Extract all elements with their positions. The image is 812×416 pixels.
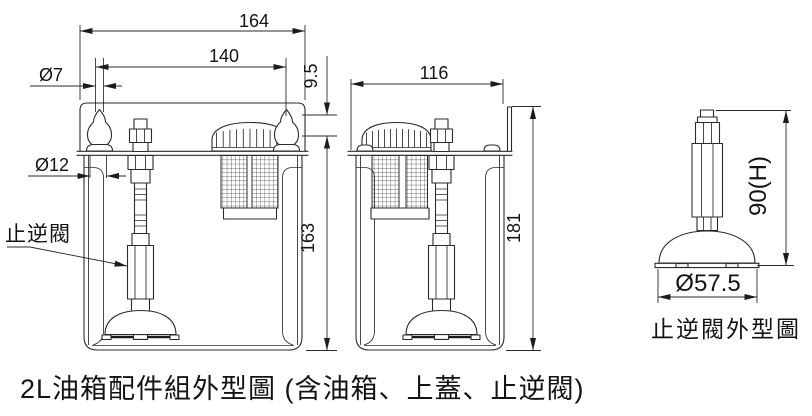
dim-front-height: 163 xyxy=(298,223,318,253)
oil-tank-body xyxy=(83,154,303,351)
dim-overall-width: 164 xyxy=(239,11,269,31)
keyhole-slot-left xyxy=(85,58,114,178)
check-valve-body xyxy=(654,109,760,269)
keyhole-slot-right xyxy=(272,108,301,152)
dim-hole-spacing: 140 xyxy=(209,46,239,66)
check-valve-assembly-front xyxy=(100,117,181,341)
dim-boss-diameter: Ø12 xyxy=(35,155,69,175)
filler-cap xyxy=(211,121,289,152)
side-view-dimensions: 116 181 xyxy=(350,63,541,351)
side-view: 116 181 xyxy=(347,63,541,351)
detail-view-dimensions: 90(H) Ø57.5 xyxy=(657,110,794,303)
filter-screen xyxy=(220,155,279,220)
filter-screen-side xyxy=(370,155,430,220)
check-valve-label: 止逆閥 xyxy=(5,223,71,246)
check-valve-callout: 止逆閥 xyxy=(5,223,128,267)
check-valve-assembly-side xyxy=(401,117,482,341)
drawing-title: 2L油箱配件組外型圖 (含油箱、上蓋、止逆閥) xyxy=(20,374,585,404)
dim-bracket-drop: 9.5 xyxy=(301,63,321,88)
front-view: 164 140 Ø7 Ø12 9.5 163 止逆閥 xyxy=(5,11,337,351)
dim-valve-base-diameter: Ø57.5 xyxy=(675,270,740,297)
front-view-dimensions: 164 140 Ø7 Ø12 9.5 163 xyxy=(28,11,337,351)
dim-hole-diameter: Ø7 xyxy=(39,65,63,85)
dim-side-width: 116 xyxy=(420,63,449,83)
bolt-washer-domes xyxy=(356,144,501,152)
detail-view-caption: 止逆閥外型圖 xyxy=(651,316,801,342)
dim-valve-height: 90(H) xyxy=(745,156,772,216)
dim-side-height: 181 xyxy=(504,213,524,243)
check-valve-detail-view: 90(H) Ø57.5 止逆閥外型圖 xyxy=(651,109,801,342)
